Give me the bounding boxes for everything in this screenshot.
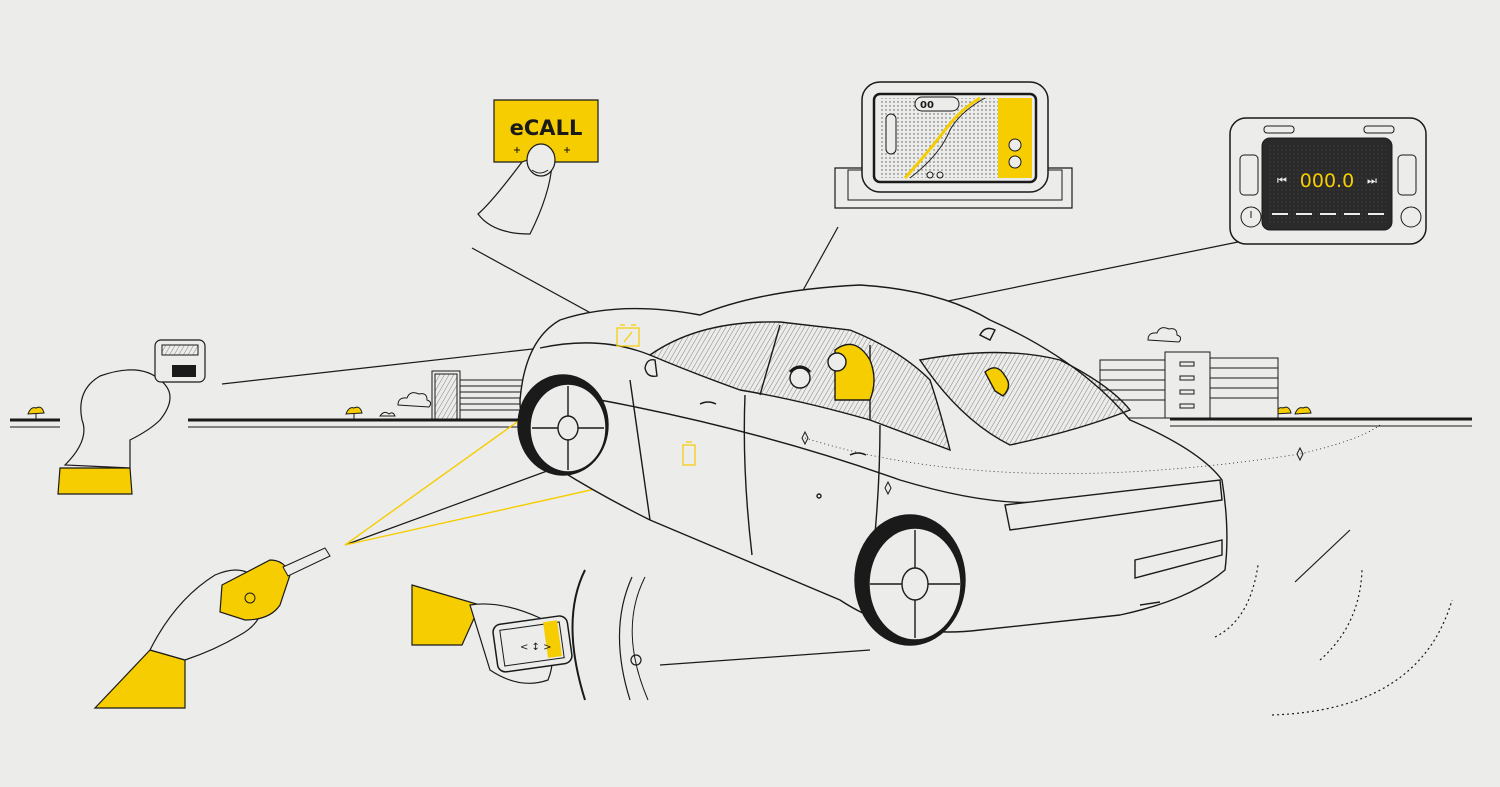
smartphone-icon[interactable]: < ↕ > [492, 615, 573, 673]
sparkle-icon [801, 430, 1304, 496]
passengers [788, 343, 1010, 401]
next-track-icon[interactable]: ⏭ [1367, 174, 1377, 187]
right-building [1099, 351, 1279, 419]
left-building [431, 370, 526, 420]
nav-badge: 00 [920, 100, 934, 111]
mute-icon[interactable] [1239, 154, 1259, 196]
obd-connector-icon [154, 339, 206, 383]
prev-track-icon[interactable]: ⏮ [1277, 174, 1287, 187]
motion-arcs [571, 564, 1453, 716]
volume-knob[interactable] [1400, 206, 1422, 228]
car-radio: 000.0 ⏮ ⏭ [1229, 117, 1427, 245]
radio-frequency: 000.0 [1300, 170, 1354, 192]
svg-text:< ↕ >: < ↕ > [520, 642, 552, 653]
clouds [379, 327, 1182, 417]
navigation-device: 00 [834, 81, 1073, 209]
road-horizon [10, 417, 1472, 428]
rear-wheel [854, 514, 966, 646]
front-wheel [517, 374, 609, 476]
smartphone-hand: < ↕ > [411, 584, 573, 684]
car [517, 284, 1304, 646]
ecall-panel: eCALL [477, 99, 599, 235]
obd-dongle-hand [57, 339, 206, 495]
bluetooth-icon[interactable] [1397, 154, 1417, 196]
car-key-hand [93, 547, 331, 709]
battery-icon [616, 324, 696, 466]
roadside-bushes [27, 406, 1312, 419]
car-key-icon[interactable] [219, 547, 331, 621]
ecall-label[interactable]: eCALL [510, 116, 583, 140]
